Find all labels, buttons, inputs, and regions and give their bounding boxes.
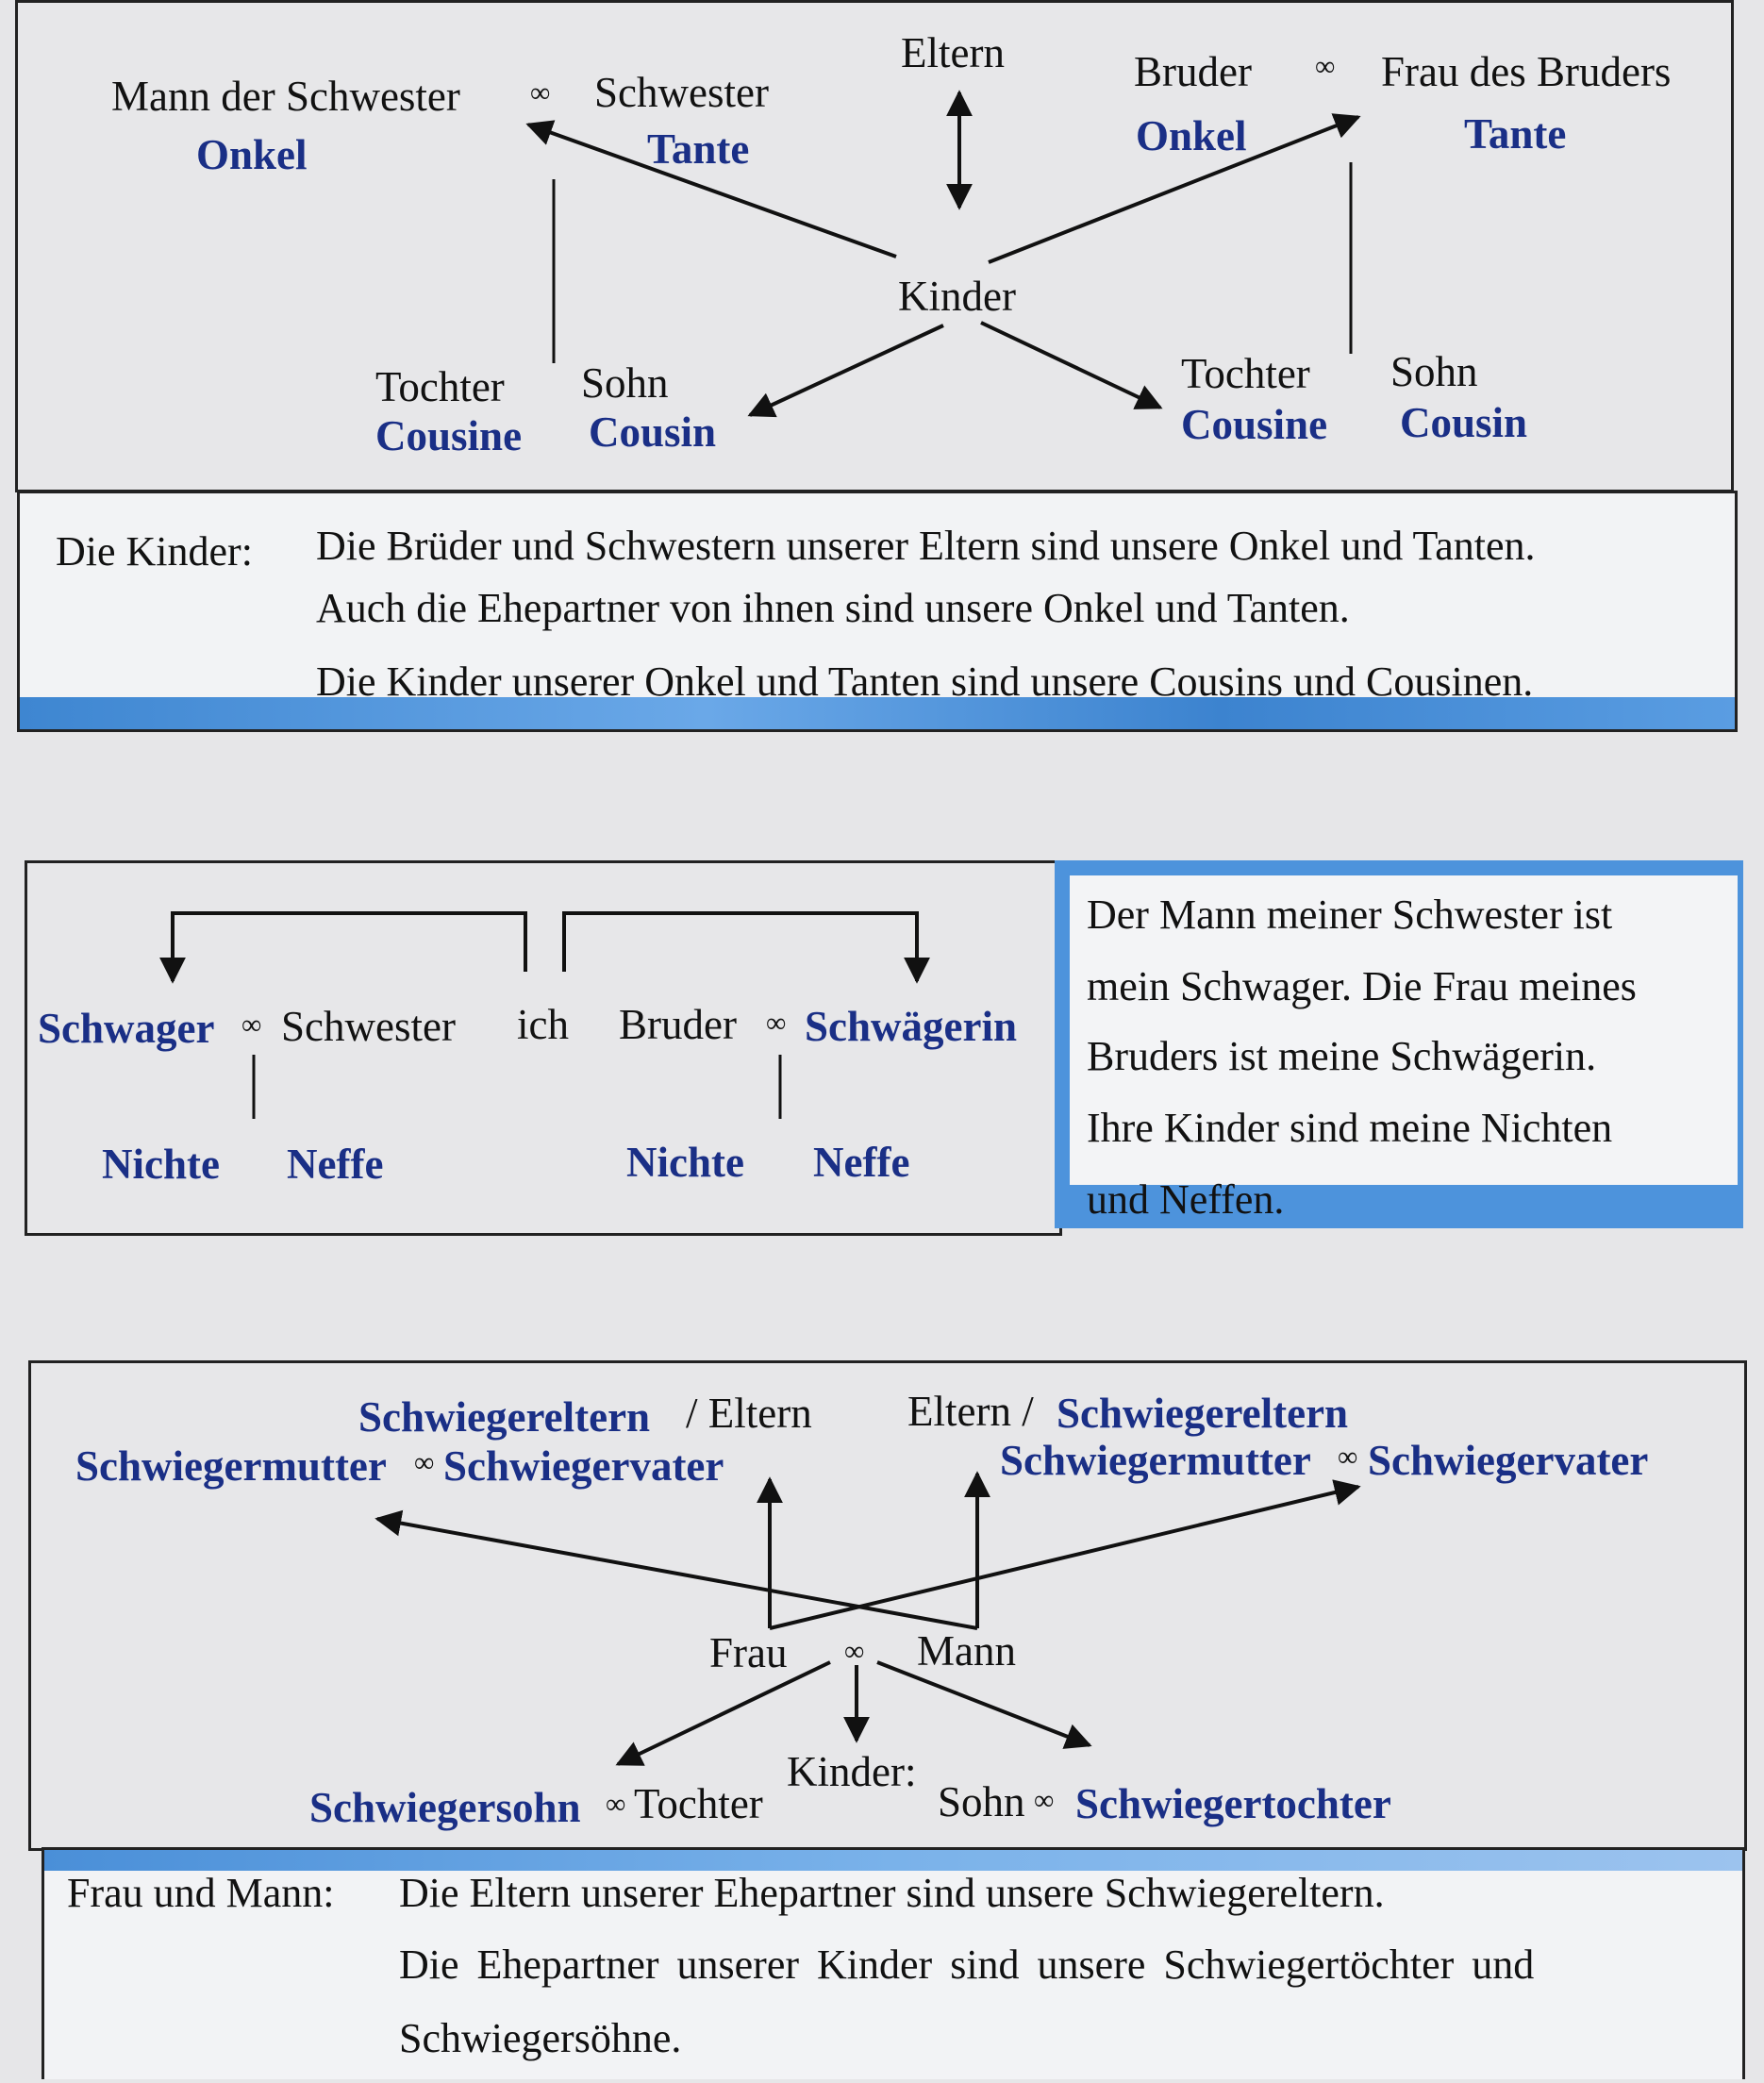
- label-schwager: Schwager: [38, 1005, 215, 1052]
- label-cousin-right: Cousin: [1400, 399, 1528, 446]
- note-line-4: Ihre Kinder sind meine Nichten: [1087, 1105, 1613, 1151]
- note-line-1: Die Brüder und Schwestern unserer Eltern…: [316, 523, 1536, 569]
- marriage-symbol: ∞: [414, 1447, 435, 1478]
- label-neffe-left: Neffe: [287, 1141, 384, 1188]
- marriage-symbol: ∞: [606, 1789, 626, 1820]
- note-line-2: mein Schwager. Die Frau meines: [1087, 963, 1637, 1009]
- label-tante-left: Tante: [647, 125, 750, 173]
- label-tochter-right: Tochter: [1181, 350, 1310, 397]
- note-line-2: Die Ehepartner unserer Kinder sind unser…: [399, 1941, 1535, 1988]
- label-nichte-right: Nichte: [626, 1139, 744, 1186]
- arrow-mann-schwiegereltern-left: [374, 1509, 978, 1630]
- note-frau-und-mann: Frau und Mann: Die Eltern unserer Ehepar…: [42, 1847, 1745, 2079]
- label-onkel-left: Onkel: [196, 131, 308, 178]
- label-schwiegereltern-right: Schwiegereltern: [1057, 1390, 1349, 1437]
- label-eltern: Eltern: [901, 29, 1005, 76]
- label-sohn: Sohn: [938, 1778, 1025, 1825]
- label-cousine-right: Cousine: [1181, 401, 1328, 448]
- note-die-kinder: Die Kinder: Die Brüder und Schwestern un…: [17, 491, 1738, 732]
- marriage-symbol: ∞: [1338, 1441, 1358, 1473]
- label-schwiegervater-right: Schwiegervater: [1368, 1437, 1649, 1484]
- label-frau: Frau: [709, 1629, 788, 1676]
- label-schwiegertochter: Schwiegertochter: [1075, 1780, 1391, 1827]
- label-frau-des-bruders: Frau des Bruders: [1381, 48, 1672, 95]
- arrow-paar-sohn: [876, 1660, 1092, 1749]
- label-bruder: Bruder: [1134, 48, 1252, 95]
- label-eltern-right: Eltern /: [907, 1388, 1034, 1435]
- label-kinder: Kinder:: [787, 1748, 917, 1795]
- note-line-5: und Neffen.: [1087, 1176, 1285, 1223]
- highlight-bar: [20, 697, 1735, 729]
- arrow-kinder-cousin-left: [747, 324, 944, 418]
- label-mann: Mann: [917, 1627, 1016, 1675]
- label-nichte-left: Nichte: [102, 1141, 220, 1188]
- label-schwiegereltern-left: Schwiegereltern: [358, 1393, 651, 1441]
- label-mann-der-schwester: Mann der Schwester: [111, 73, 460, 120]
- arrow-kinder-cousin-right: [980, 321, 1163, 409]
- note-line-3: Die Kinder unserer Onkel und Tanten sind…: [316, 658, 1534, 705]
- label-schwester: Schwester: [281, 1003, 456, 1050]
- label-neffe-right: Neffe: [813, 1139, 910, 1186]
- panel-schwiegereltern: [28, 1360, 1747, 1851]
- note-line-3: Bruders ist meine Schwägerin.: [1087, 1033, 1597, 1079]
- label-schwiegermutter-right: Schwiegermutter: [1000, 1437, 1311, 1484]
- bracket-ich-bruder: [562, 911, 930, 984]
- label-ich: ich: [517, 1001, 569, 1048]
- panel-onkel-tante: [15, 0, 1734, 492]
- label-sohn-right: Sohn: [1390, 348, 1478, 395]
- marriage-symbol: ∞: [1034, 1785, 1055, 1816]
- label-schwiegervater-left: Schwiegervater: [443, 1442, 724, 1490]
- label-schwester: Schwester: [594, 69, 769, 116]
- label-cousin-left: Cousin: [589, 408, 717, 456]
- marriage-symbol: ∞: [766, 1008, 787, 1039]
- label-tochter: Tochter: [634, 1780, 763, 1827]
- panel-schwager: [25, 860, 1062, 1236]
- label-tochter-left: Tochter: [375, 363, 505, 410]
- marriage-symbol: ∞: [844, 1636, 865, 1667]
- label-eltern-left: / Eltern: [686, 1390, 812, 1437]
- note-label: Die Kinder:: [56, 528, 253, 575]
- marriage-symbol: ∞: [241, 1009, 262, 1041]
- marriage-symbol: ∞: [1315, 51, 1336, 82]
- note-label: Frau und Mann:: [67, 1870, 335, 1916]
- note-schwager: Der Mann meiner Schwester ist mein Schwa…: [1055, 860, 1743, 1228]
- note-line-2: Auch die Ehepartner von ihnen sind unser…: [316, 585, 1350, 631]
- label-cousine-left: Cousine: [375, 412, 523, 459]
- arrow-kinder-bruder: [988, 113, 1361, 264]
- arrow-paar-tochter: [615, 1660, 831, 1766]
- note-line-1: Der Mann meiner Schwester ist: [1087, 892, 1613, 938]
- note-line-3: Schwiegersöhne.: [399, 2015, 682, 2061]
- label-sohn-left: Sohn: [581, 359, 669, 407]
- arrow-kinder-schwester: [525, 120, 897, 258]
- label-schwiegersohn: Schwiegersohn: [309, 1784, 581, 1831]
- label-schwiegermutter-left: Schwiegermutter: [75, 1442, 387, 1490]
- label-kinder: Kinder: [898, 273, 1016, 320]
- label-bruder: Bruder: [619, 1001, 737, 1048]
- marriage-symbol: ∞: [530, 77, 551, 108]
- label-onkel-right: Onkel: [1136, 112, 1247, 159]
- label-schwaegerin: Schwägerin: [805, 1003, 1017, 1050]
- arrow-frau-schwiegereltern-right: [769, 1479, 1361, 1630]
- note-line-1: Die Eltern unserer Ehepartner sind unser…: [399, 1870, 1385, 1916]
- bracket-ich-schwester: [159, 911, 527, 984]
- label-tante-right: Tante: [1464, 110, 1567, 158]
